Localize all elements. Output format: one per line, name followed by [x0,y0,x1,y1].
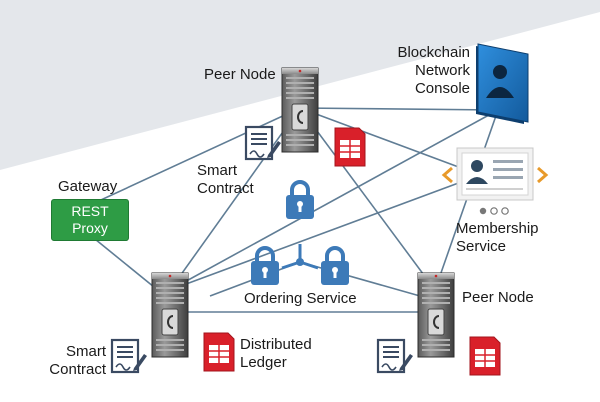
pager-dot[interactable] [501,207,509,215]
distributed-ledger-label: Distributed Ledger [240,336,312,372]
chevron-left-icon[interactable] [441,166,453,184]
connector [299,107,499,111]
lock-icon [284,180,316,221]
connector [169,107,301,291]
contract-icon [376,338,415,374]
ordering-service-label: Ordering Service [244,290,357,307]
server-icon [151,272,189,358]
ledger-icon [334,127,366,167]
console-label-line: Blockchain [397,44,470,61]
pager-dot[interactable] [490,207,498,215]
smart-contract-label-line: Smart [65,343,106,360]
ledger-label-line: Ledger [240,354,287,371]
connector [299,107,436,291]
smart-contract-mid-label: Smart Contract [197,162,254,198]
console-label-line: Console [414,80,470,97]
membership-label-line: Service [456,238,507,255]
server-icon [281,67,319,153]
server-icon [417,272,455,358]
peer-node-top-label: Peer Node [204,66,276,83]
connector [299,261,421,297]
gateway-label: Gateway [58,178,118,195]
membership-service-label: Membership Service [456,220,539,256]
connector [169,174,481,291]
smart-contract-label-line: Smart [197,162,238,179]
contract-icon [110,338,149,374]
pager-dot[interactable] [479,207,487,215]
connector [169,109,499,291]
chevron-right-icon[interactable] [537,166,549,184]
connector [299,107,481,176]
ledger-icon [469,336,501,376]
lock-icon [249,246,281,287]
console-icon [476,43,529,124]
peer-node-right-label: Peer Node [462,289,534,306]
rest-proxy-label-line: Proxy [72,220,108,236]
console-label-line: Network [414,62,470,79]
console-label: Blockchain Network Console [380,44,470,98]
connector [89,107,301,206]
smart-contract-bl-label: Smart Contract [40,343,106,379]
membership-label-line: Membership [456,220,539,237]
ordering-service-hub [281,244,319,270]
rest-proxy-label-line: REST [71,203,109,219]
smart-contract-label-line: Contract [197,180,254,197]
smart-contract-label-line: Contract [49,361,106,378]
rest-proxy-button[interactable]: REST Proxy [51,199,129,241]
ledger-icon [203,332,235,372]
lock-icon [319,246,351,287]
ledger-label-line: Distributed [240,336,312,353]
membership-card-icon [456,147,534,201]
